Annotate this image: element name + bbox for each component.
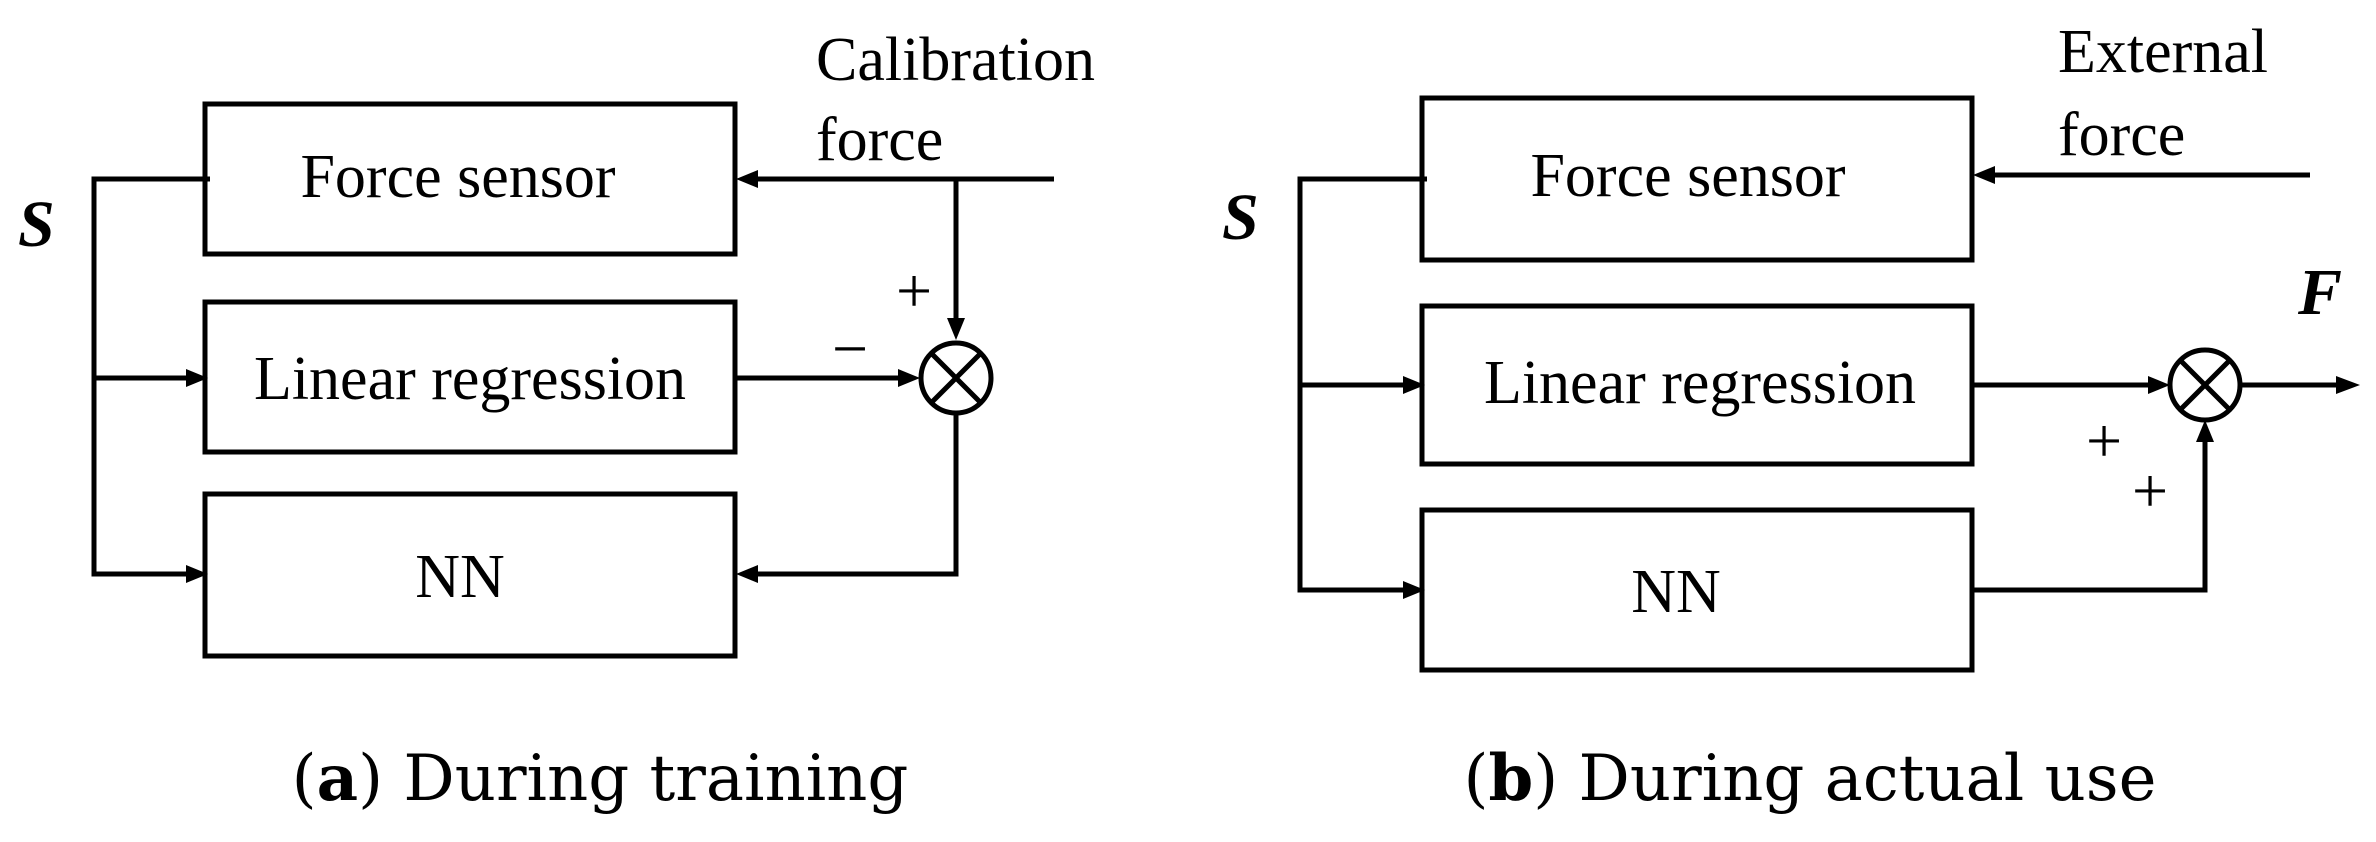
arrowhead-to-sensor-a bbox=[736, 170, 758, 188]
nn-block-a bbox=[202, 491, 738, 659]
arrowhead-to-nn-right-a bbox=[736, 565, 758, 583]
panel-b: Force sensor Linear regression NN S Exte… bbox=[1222, 18, 2360, 816]
calibration-label-a: Calibration bbox=[816, 26, 1095, 94]
arrowhead-to-sensor-b bbox=[1973, 166, 1995, 184]
linear-regression-block-a bbox=[202, 299, 738, 455]
error-feedback-line-a bbox=[756, 413, 959, 577]
plus-sign-a: + bbox=[896, 255, 932, 326]
signal-s-label-b: S bbox=[1222, 181, 1259, 254]
arrowhead-to-nn-b bbox=[1403, 581, 1425, 599]
summing-junction-a bbox=[918, 340, 994, 416]
panel-a: Force sensor Linear regression NN S Cali… bbox=[18, 26, 1095, 816]
plus-sign-b-2: + bbox=[2132, 455, 2168, 526]
force-sensor-block-a bbox=[202, 101, 738, 257]
force-sensor-label-b: Force sensor bbox=[1530, 142, 1845, 210]
linear-regression-label-a: Linear regression bbox=[254, 345, 686, 413]
signal-s-label-a: S bbox=[18, 188, 55, 261]
nn-block-b bbox=[1419, 507, 1975, 673]
force-label-a: force bbox=[816, 106, 943, 174]
force-label-b: force bbox=[2058, 101, 2185, 169]
arrowhead-to-sum-left-b bbox=[2148, 376, 2170, 394]
arrowhead-to-sum-left-a bbox=[898, 369, 920, 387]
arrowhead-to-regression-a bbox=[186, 369, 208, 387]
arrowhead-to-regression-b bbox=[1403, 376, 1425, 394]
arrowhead-to-sum-top-a bbox=[947, 318, 965, 340]
linear-regression-block-b bbox=[1419, 303, 1975, 467]
force-sensor-block-b bbox=[1419, 95, 1975, 263]
caption-b: (b) During actual use bbox=[1464, 741, 2157, 816]
minus-sign-a: − bbox=[832, 313, 868, 384]
nn-label-b: NN bbox=[1631, 558, 1721, 626]
external-label-b: External bbox=[2058, 18, 2268, 86]
force-sensor-label-a: Force sensor bbox=[300, 143, 615, 211]
linear-regression-label-b: Linear regression bbox=[1484, 349, 1916, 417]
caption-a: (a) During training bbox=[292, 741, 909, 816]
arrowhead-to-nn-a bbox=[186, 565, 208, 583]
arrowhead-to-sum-bottom-b bbox=[2196, 420, 2214, 442]
nn-label-a: NN bbox=[415, 543, 505, 611]
output-f-label-b: F bbox=[2297, 256, 2342, 329]
nn-to-sum-line-b bbox=[1972, 440, 2208, 593]
arrowhead-output-b bbox=[2336, 376, 2360, 394]
summing-junction-b bbox=[2167, 347, 2243, 423]
plus-sign-b-1: + bbox=[2086, 405, 2122, 476]
